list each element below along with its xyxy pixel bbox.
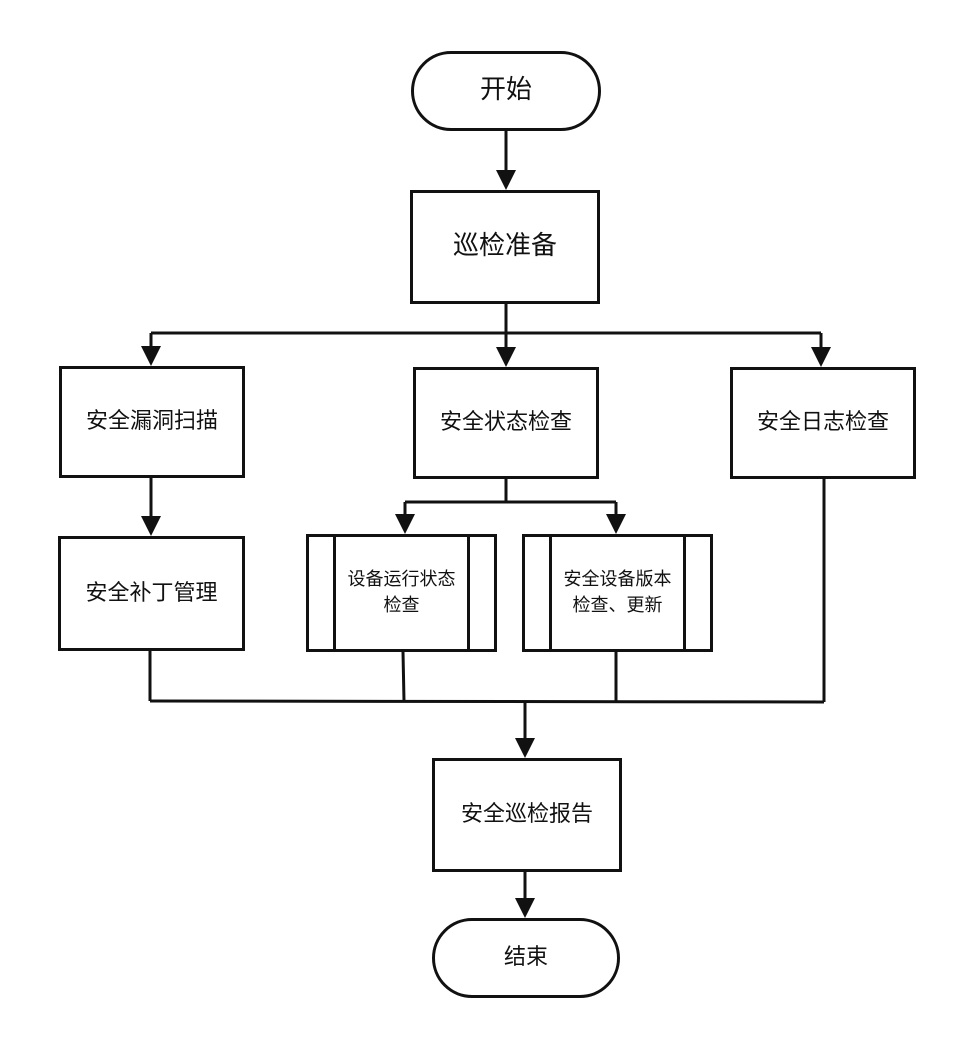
- report-label: 安全巡检报告: [460, 802, 593, 828]
- start-label: 开始: [479, 75, 532, 106]
- device-version-node[interactable]: 安全设备版本 检查、更新: [522, 534, 713, 652]
- vuln-scan-node[interactable]: 安全漏洞扫描: [59, 366, 245, 478]
- arrowhead-patch-mgmt: [141, 516, 161, 536]
- connector-device-status-merge: [401, 651, 406, 702]
- connector-merge-bar: [149, 699, 825, 704]
- device-status-node[interactable]: 设备运行状态 检查: [306, 534, 497, 652]
- start-node[interactable]: 开始: [411, 51, 601, 131]
- arrowhead-status-check: [496, 347, 516, 367]
- prepare-label: 巡检准备: [452, 231, 557, 262]
- arrowhead-device-status: [395, 514, 415, 534]
- arrowhead-device-version: [606, 514, 626, 534]
- prepare-node[interactable]: 巡检准备: [410, 190, 600, 304]
- arrowhead-report: [515, 738, 535, 758]
- end-label: 结束: [503, 945, 548, 971]
- arrowhead-log-check: [811, 347, 831, 367]
- device-status-label: 设备运行状态 检查: [347, 568, 456, 616]
- arrowhead-end: [515, 898, 535, 918]
- report-node[interactable]: 安全巡检报告: [432, 758, 622, 872]
- arrowhead-prepare: [496, 170, 516, 190]
- patch-mgmt-label: 安全补丁管理: [85, 580, 218, 606]
- patch-mgmt-node[interactable]: 安全补丁管理: [58, 536, 245, 651]
- log-check-label: 安全日志检查: [756, 410, 889, 436]
- status-check-label: 安全状态检查: [439, 410, 572, 436]
- device-version-label: 安全设备版本 检查、更新: [563, 568, 672, 616]
- end-node[interactable]: 结束: [432, 918, 620, 998]
- status-check-node[interactable]: 安全状态检查: [413, 367, 599, 479]
- arrowhead-vuln-scan: [141, 346, 161, 366]
- log-check-node[interactable]: 安全日志检查: [730, 367, 916, 479]
- vuln-scan-label: 安全漏洞扫描: [85, 409, 218, 435]
